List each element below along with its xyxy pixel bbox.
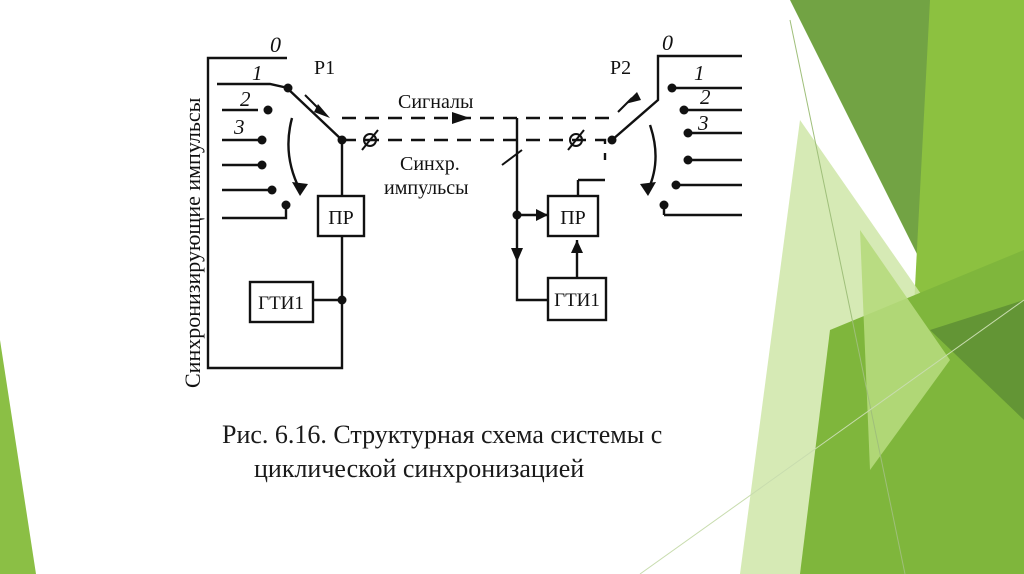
left-pos1: 1 (252, 61, 263, 85)
right-gti-box (546, 276, 608, 322)
left-pr-box (316, 194, 366, 238)
dark-green-facet (930, 300, 1024, 420)
p1-pointer (304, 94, 323, 113)
right-pos2: 2 (700, 85, 711, 109)
right-switch-arm (611, 54, 742, 141)
thin-diagonal-line (789, 19, 906, 574)
right-pr-box (546, 194, 600, 238)
left-dot (263, 105, 273, 115)
left-contact-lines (217, 82, 289, 220)
right-dot (683, 128, 693, 138)
left-dot (283, 83, 293, 93)
left-pr-to-gti (313, 236, 344, 302)
left-dot (257, 160, 267, 170)
left-sync-frame-line (206, 56, 344, 370)
gti-up-arrowhead (571, 240, 583, 253)
left-gti-box (248, 280, 315, 324)
right-break-slash (567, 129, 585, 151)
right-dot (679, 105, 689, 115)
right-switch-name: Р2 (610, 57, 631, 79)
right-rotation-arrow (646, 124, 657, 191)
left-green-shard (0, 340, 36, 574)
right-dot (671, 180, 681, 190)
vertical-label: Синхронизирующие импульсы (180, 97, 205, 388)
caption-line-2: циклической синхронизацией (254, 454, 585, 483)
right-break-symbol (569, 133, 583, 147)
left-dot (257, 135, 267, 145)
left-junction-dot (337, 295, 347, 305)
left-pr-label: ПР (328, 207, 354, 229)
light-green-facet (860, 230, 950, 470)
right-dot (667, 83, 677, 93)
signals-label: Сигналы (398, 91, 473, 113)
sync-label-line1: Синхр. (400, 153, 460, 175)
right-vertical-link (515, 118, 548, 302)
right-gti-label: ГТИ1 (554, 290, 600, 311)
left-dot (267, 185, 277, 195)
left-gti-label: ГТИ1 (258, 293, 304, 314)
left-pos3: 3 (233, 115, 245, 139)
right-rotation-arrowhead (640, 182, 656, 196)
left-break-symbol (363, 133, 377, 147)
signals-direction-arrowhead (452, 112, 470, 124)
left-break-slash (361, 129, 379, 151)
caption-line-1: Рис. 6.16. Структурная схема системы с (222, 420, 663, 449)
right-junction-dot (512, 210, 522, 220)
p2-pointer (617, 97, 633, 113)
right-arm-dot (607, 135, 617, 145)
left-junction-dot (337, 135, 347, 145)
right-contact-lines (662, 86, 742, 217)
left-pos2: 2 (240, 87, 251, 111)
sync-tick (501, 149, 523, 166)
left-rotation-arrowhead (292, 182, 308, 196)
left-pos0: 0 (270, 32, 281, 57)
right-dot (659, 200, 669, 210)
left-dot (281, 200, 291, 210)
sync-label-line2: импульсы (384, 177, 469, 199)
sync-to-pr-arrowhead (536, 209, 548, 221)
thin-diagonal-line-2 (639, 299, 1024, 574)
down-arrowhead (511, 248, 523, 262)
right-pos3: 3 (697, 111, 709, 135)
right-pos0: 0 (662, 30, 673, 55)
left-switch-arm (286, 87, 344, 195)
right-pr-label: ПР (560, 207, 586, 229)
figure-caption: Рис. 6.16. Структурная схема системы с ц… (222, 418, 762, 486)
right-pr-feed (576, 178, 605, 196)
left-switch-name: Р1 (314, 57, 335, 79)
sync-dashed-line (342, 138, 607, 160)
right-pos1: 1 (694, 61, 705, 85)
right-dot (683, 155, 693, 165)
left-rotation-arrow (287, 117, 302, 191)
